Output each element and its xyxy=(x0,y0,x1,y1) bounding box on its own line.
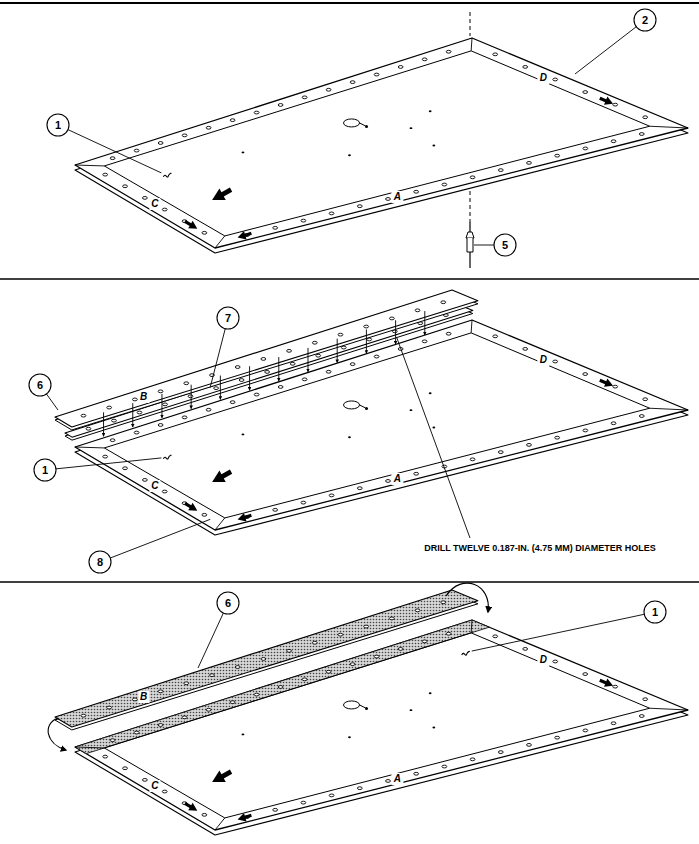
callout-number: 1 xyxy=(652,607,658,618)
edge-letter: A xyxy=(392,473,403,485)
callout-number: 8 xyxy=(97,557,103,568)
callout-number: 6 xyxy=(225,598,231,609)
edge-letter: D xyxy=(538,354,549,366)
callout-number: 6 xyxy=(37,380,43,391)
edge-letter: B xyxy=(138,691,149,703)
edge-letter: C xyxy=(149,780,160,792)
drill-note: DRILL TWELVE 0.187-IN. (4.75 MM) DIAMETE… xyxy=(422,543,658,554)
callout-number: 7 xyxy=(225,313,231,324)
edge-letter: C xyxy=(149,198,160,210)
callout-number: 5 xyxy=(502,240,508,251)
edge-letter: B xyxy=(138,391,149,403)
edge-letter: D xyxy=(538,72,549,84)
edge-letter: A xyxy=(392,191,403,203)
callout-number: 1 xyxy=(42,465,48,476)
illustration xyxy=(0,3,699,835)
callout-number: 2 xyxy=(642,15,648,26)
edge-letter: C xyxy=(149,480,160,492)
edge-letter: D xyxy=(538,654,549,666)
edge-letter: A xyxy=(392,773,403,785)
callout-number: 1 xyxy=(55,120,61,131)
